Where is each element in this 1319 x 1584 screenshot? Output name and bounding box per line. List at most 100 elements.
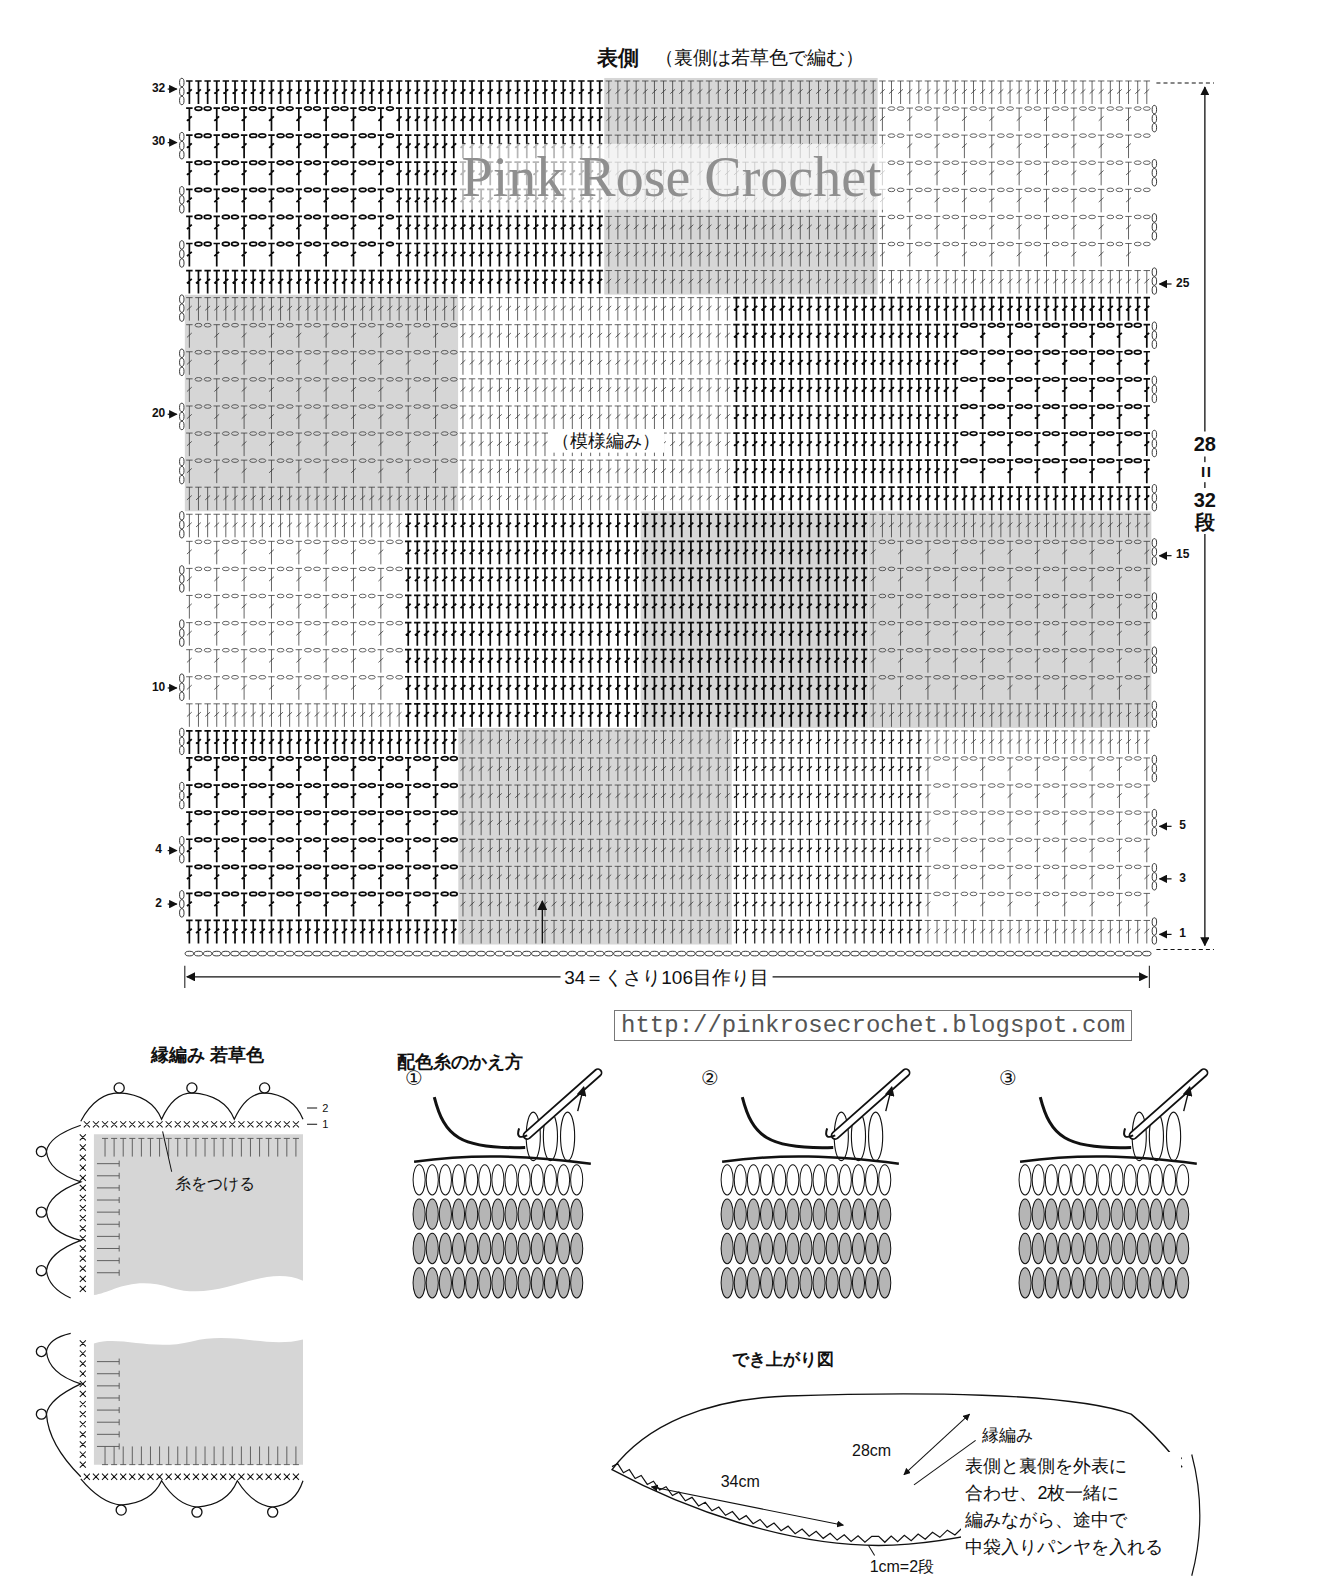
dimension: 34cm (721, 1472, 760, 1490)
stitch-loop (571, 1233, 583, 1263)
stitch-loop (879, 1233, 891, 1263)
fabric-piece (94, 1338, 303, 1465)
stitch-loop (426, 1199, 438, 1229)
stitch-loop (557, 1268, 569, 1298)
stitch-loop (839, 1268, 851, 1298)
stitch-loop (852, 1233, 864, 1263)
row-arrow (1159, 934, 1171, 935)
leader-line (163, 1131, 172, 1171)
stitch-loop (839, 1199, 851, 1229)
color-change-step (412, 1073, 598, 1303)
stitch-loop (1111, 1233, 1123, 1263)
stitch-loop (557, 1233, 569, 1263)
stitch-loop (787, 1268, 799, 1298)
stitch-loop (866, 1233, 878, 1263)
color-block (732, 295, 951, 512)
picot (187, 1083, 197, 1093)
stitch-loop (531, 1268, 543, 1298)
stitch-loop (1163, 1199, 1175, 1229)
scallop-chain (81, 1093, 303, 1121)
stitch-loop (531, 1233, 543, 1263)
row-number: 5 (1179, 819, 1186, 833)
stitch-loop (1085, 1199, 1097, 1229)
stitch-loop (505, 1233, 517, 1263)
stitch-loop (1019, 1199, 1031, 1229)
stitch-loop (1124, 1233, 1136, 1263)
stitch-loop (800, 1165, 812, 1195)
stitch-loop (1058, 1233, 1070, 1263)
stitch-loop (1032, 1233, 1044, 1263)
dimension-line (904, 1414, 970, 1475)
picot (114, 1083, 124, 1093)
stitch-loop (492, 1199, 504, 1229)
stitch-loop (800, 1199, 812, 1229)
yarn (742, 1097, 833, 1148)
dimension: 28cm (852, 1442, 891, 1460)
row-arrow (168, 850, 177, 851)
stitch-loop (747, 1268, 759, 1298)
stitch-loop (1137, 1165, 1149, 1195)
stitch-loop (505, 1268, 517, 1298)
stitch-loop (787, 1199, 799, 1229)
stitch-loop (1124, 1165, 1136, 1195)
row-number: 30 (152, 135, 165, 149)
stitch-loop (1137, 1233, 1149, 1263)
stitch-loop (492, 1268, 504, 1298)
stitch-loop (747, 1199, 759, 1229)
stitch-loop (1124, 1199, 1136, 1229)
stitch-loop (747, 1233, 759, 1263)
stitch-loop (721, 1268, 733, 1298)
stitch-loop (452, 1233, 464, 1263)
stitch-loop (1019, 1233, 1031, 1263)
stitch-loop (774, 1233, 786, 1263)
stitch-loop (571, 1165, 583, 1195)
color-change-step (1018, 1073, 1204, 1303)
stitch-loop (813, 1199, 825, 1229)
single-crochet-marks (80, 1121, 299, 1480)
stitch-loop (813, 1165, 825, 1195)
yarn (1020, 1156, 1197, 1163)
row-arrow (168, 414, 177, 415)
hook-tip (826, 1128, 835, 1137)
stitch-loop (571, 1268, 583, 1298)
note: 糸をつける (175, 1174, 255, 1192)
row-number: 20 (152, 407, 165, 421)
row-number: 25 (1176, 277, 1189, 291)
hook (835, 1073, 906, 1136)
stitch-loop (426, 1268, 438, 1298)
stitch-loop (839, 1165, 851, 1195)
hook (1133, 1073, 1204, 1136)
stitch-loop (1177, 1268, 1189, 1298)
stitch-loop (466, 1199, 478, 1229)
stitch-loop (413, 1233, 425, 1263)
yarn (722, 1156, 899, 1163)
dimensions (185, 83, 1214, 988)
stitch-loop (1045, 1268, 1057, 1298)
yarn (1040, 1097, 1131, 1148)
stitch-loop (852, 1268, 864, 1298)
stitch-loop (518, 1199, 530, 1229)
stitch-loop (879, 1199, 891, 1229)
stitch-loop (721, 1199, 733, 1229)
scallop-chain (46, 1333, 80, 1476)
step-number: ② (701, 1066, 719, 1089)
color-block (404, 511, 641, 728)
stitch-loop (734, 1165, 746, 1195)
hook (527, 1073, 598, 1136)
stitch-loop (571, 1199, 583, 1229)
watermark: Pink Rose Crochet (458, 144, 886, 210)
scale-note: 1cm=2段 (870, 1558, 934, 1576)
picot (36, 1266, 46, 1276)
row-arrows (168, 89, 1172, 934)
stitch-loop (1072, 1268, 1084, 1298)
picot (36, 1346, 46, 1356)
stitch-loop (479, 1268, 491, 1298)
stitch-loop (760, 1165, 772, 1195)
stitch-marks (80, 1121, 299, 1480)
stitch-loop (760, 1268, 772, 1298)
picot (36, 1207, 46, 1217)
stitch-loop (852, 1165, 864, 1195)
note: 表側と裏側を外表に 合わせ、2枚一緒に 編みながら、途中で 中袋入りパンヤを入れ… (961, 1452, 1181, 1562)
